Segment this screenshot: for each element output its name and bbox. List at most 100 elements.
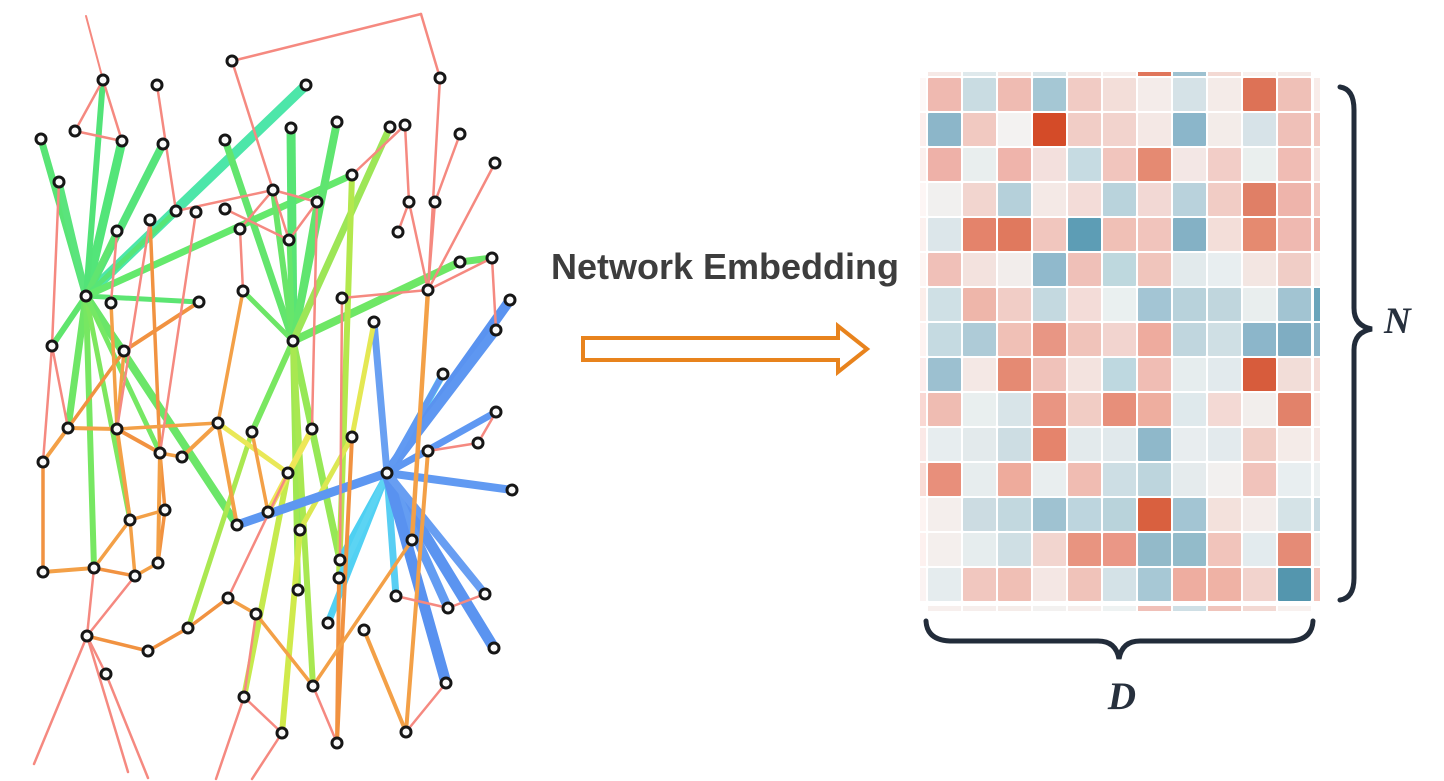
- matrix-cell-sliver: [928, 606, 961, 611]
- matrix-cell: [1243, 253, 1276, 286]
- matrix-cell: [1278, 78, 1311, 111]
- matrix-cell: [963, 428, 996, 461]
- matrix-cell: [1208, 393, 1241, 426]
- network-node: [367, 315, 381, 329]
- matrix-cell: [1278, 288, 1311, 321]
- network-edge: [456, 254, 496, 266]
- matrix-cell-sliver: [1033, 606, 1066, 611]
- network-node: [141, 644, 155, 658]
- network-node: [453, 255, 467, 269]
- matrix-cell: [1278, 218, 1311, 251]
- matrix-cell: [963, 358, 996, 391]
- network-node: [117, 344, 131, 358]
- network-edge: [64, 292, 90, 432]
- matrix-cell: [1068, 218, 1101, 251]
- matrix-cell: [1243, 393, 1276, 426]
- matrix-cell: [1103, 183, 1136, 216]
- network-edge: [104, 672, 150, 780]
- network-node: [153, 446, 167, 460]
- matrix-cell: [1208, 463, 1241, 496]
- network-node: [321, 616, 335, 630]
- matrix-cell: [998, 288, 1031, 321]
- network-node: [99, 667, 113, 681]
- matrix-cell-sliver: [920, 148, 926, 181]
- network-edge: [241, 470, 291, 700]
- matrix-cell: [1243, 323, 1276, 356]
- matrix-cell: [1208, 113, 1241, 146]
- matrix-cell: [1173, 218, 1206, 251]
- network-node: [36, 455, 50, 469]
- network-edge: [81, 136, 127, 301]
- matrix-cell: [1208, 288, 1241, 321]
- network-edge: [73, 78, 105, 133]
- matrix-cell: [1033, 113, 1066, 146]
- matrix-cell-sliver: [1314, 533, 1320, 566]
- network-edge: [271, 188, 291, 242]
- network-edge: [289, 258, 464, 345]
- network-node: [87, 561, 101, 575]
- network-node: [80, 629, 94, 643]
- network-node: [487, 641, 501, 655]
- matrix-top-edge-sliver: [928, 72, 1311, 76]
- network-edge: [83, 293, 202, 305]
- network-node: [471, 436, 485, 450]
- network-edge: [128, 518, 137, 578]
- matrix-cell: [1103, 533, 1136, 566]
- matrix-cell: [1243, 148, 1276, 181]
- matrix-cell-sliver: [963, 72, 996, 76]
- matrix-cell-sliver: [920, 428, 926, 461]
- matrix-cell: [1068, 148, 1101, 181]
- matrix-cell: [1103, 463, 1136, 496]
- matrix-cell: [928, 78, 961, 111]
- matrix-cell: [1208, 218, 1241, 251]
- network-edge: [290, 338, 303, 533]
- matrix-cell: [1208, 428, 1241, 461]
- matrix-cell: [998, 78, 1031, 111]
- network-graph-nodes: [34, 54, 519, 750]
- network-edge: [426, 256, 494, 292]
- matrix-cell: [1103, 358, 1136, 391]
- matrix-cell: [1033, 428, 1066, 461]
- network-edge: [232, 468, 392, 530]
- network-edge: [335, 435, 354, 745]
- matrix-cell: [928, 358, 961, 391]
- network-edge: [407, 200, 430, 292]
- matrix-cell-sliver: [920, 323, 926, 356]
- network-edge: [115, 421, 220, 431]
- matrix-cell: [928, 568, 961, 601]
- matrix-cell-sliver: [1138, 606, 1171, 611]
- network-edge: [216, 289, 245, 425]
- matrix-cell: [998, 253, 1031, 286]
- network-node: [428, 195, 442, 209]
- matrix-cell-sliver: [920, 463, 926, 496]
- network-edge: [311, 538, 414, 688]
- network-edge: [49, 293, 89, 349]
- matrix-cell-sliver: [1314, 428, 1320, 461]
- network-edge: [433, 132, 462, 204]
- matrix-cell-sliver: [1138, 72, 1171, 76]
- matrix-cell-sliver: [998, 606, 1031, 611]
- matrix-cell-sliver: [920, 533, 926, 566]
- matrix-cell: [1103, 498, 1136, 531]
- network-edge: [223, 207, 291, 242]
- matrix-cell: [1068, 288, 1101, 321]
- network-edge: [83, 293, 133, 523]
- network-edge: [41, 566, 96, 574]
- network-node: [433, 71, 447, 85]
- network-node: [488, 156, 502, 170]
- network-node: [335, 291, 349, 305]
- network-edge: [82, 171, 356, 300]
- matrix-cell-sliver: [1173, 72, 1206, 76]
- matrix-cell: [1173, 533, 1206, 566]
- embedding-matrix: [928, 78, 1311, 601]
- matrix-cell-sliver: [1314, 78, 1320, 111]
- matrix-cell: [963, 463, 996, 496]
- network-edge: [286, 123, 298, 346]
- matrix-cell: [1138, 183, 1171, 216]
- matrix-cell: [1103, 323, 1136, 356]
- network-node: [175, 450, 189, 464]
- network-edge: [446, 592, 487, 610]
- network-edge: [85, 574, 137, 638]
- network-node: [181, 621, 195, 635]
- matrix-cell-sliver: [1208, 606, 1241, 611]
